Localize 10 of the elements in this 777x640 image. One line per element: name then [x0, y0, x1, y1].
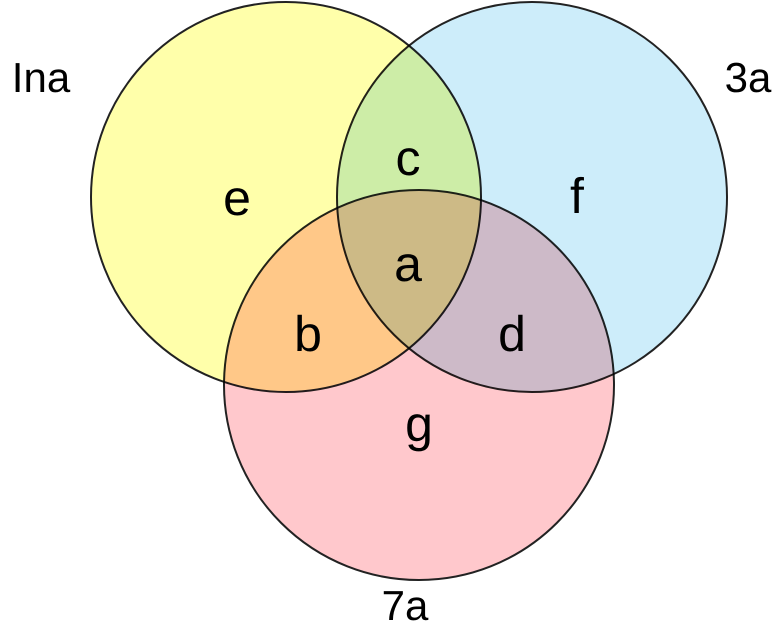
region-label: c [394, 130, 422, 186]
region-label: b [293, 306, 323, 362]
region-label: e [222, 170, 252, 226]
set-label: Ina [10, 54, 72, 102]
region-label: d [497, 306, 527, 362]
set-label: 3a [724, 54, 772, 102]
region-label: f [569, 168, 585, 224]
region-label: a [393, 236, 423, 292]
set-label: 7a [380, 582, 430, 630]
region-label: g [404, 396, 434, 452]
